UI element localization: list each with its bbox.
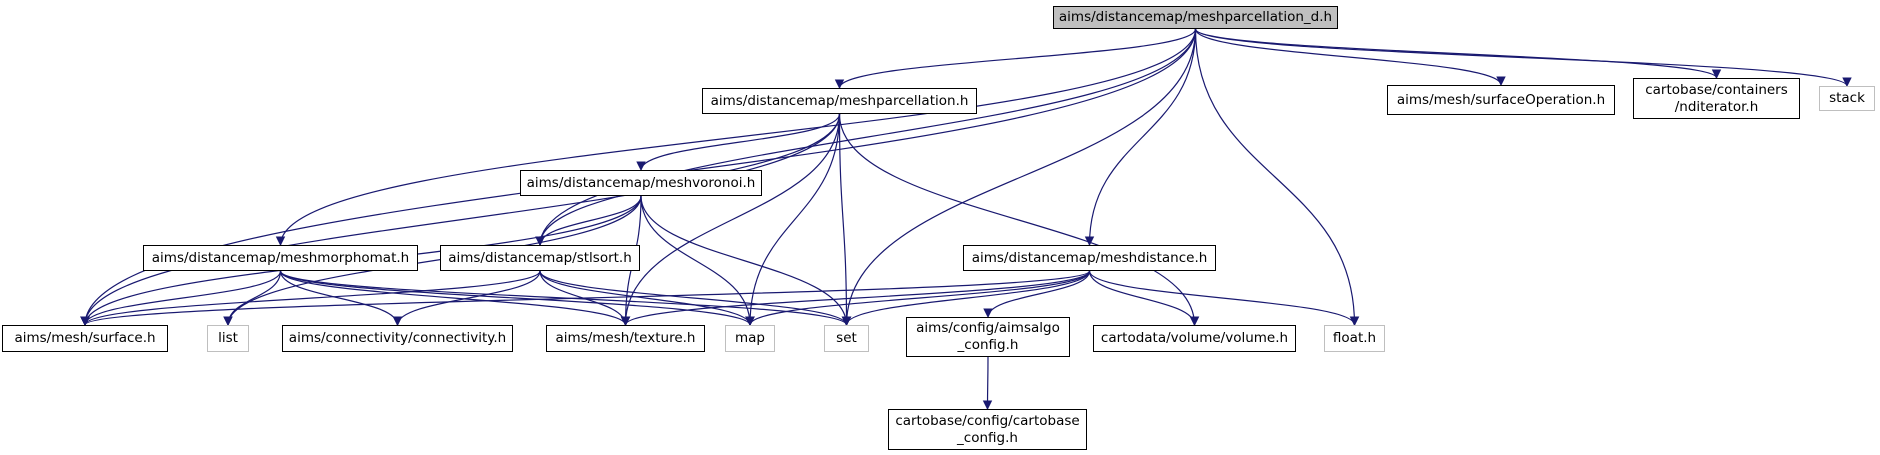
edge-root-to-float — [1194, 28, 1360, 326]
node-meshmorphomat-h[interactable]: aims/distancemap/meshmorphomat.h — [143, 245, 418, 271]
node-volume-h[interactable]: cartodata/volume/volume.h — [1093, 325, 1296, 352]
edge-meshparcellation-to-texture — [620, 113, 841, 326]
node-stlsort-h[interactable]: aims/distancemap/stlsort.h — [440, 245, 640, 271]
edge-meshvoronoi-to-map — [640, 195, 755, 326]
edge-meshparcellation-to-volume — [838, 113, 1200, 326]
node-list: list — [207, 325, 249, 352]
edge-meshdistance-to-map — [745, 270, 1091, 326]
edge-root-to-set — [841, 28, 1197, 326]
edge-meshmorphomat-to-connectivity — [279, 270, 403, 326]
edge-root-to-nditerator — [1194, 28, 1722, 79]
node-nditerator-h[interactable]: cartobase/containers /nditerator.h — [1633, 78, 1800, 119]
node-stack: stack — [1819, 86, 1875, 111]
edge-meshdistance-to-surface — [80, 270, 1091, 326]
edge-meshmorphomat-to-surface — [80, 270, 282, 326]
edge-root-to-stack — [1194, 28, 1852, 87]
edge-root-to-meshdistance — [1084, 28, 1197, 246]
edge-root-to-surfaceOperation — [1194, 28, 1506, 86]
node-surface-h[interactable]: aims/mesh/surface.h — [2, 325, 168, 352]
edge-meshdistance-to-set — [841, 270, 1091, 326]
edge-meshdistance-to-volume — [1088, 270, 1200, 326]
edge-root-to-meshparcellation — [834, 28, 1197, 89]
edge-stlsort-to-surface — [80, 270, 541, 326]
edge-meshvoronoi-to-set — [640, 195, 852, 326]
edge-meshparcellation-to-meshvoronoi — [636, 113, 841, 171]
node-aimsalgo-config-h[interactable]: aims/config/aimsalgo _config.h — [906, 317, 1070, 357]
edge-meshmorphomat-to-list — [223, 270, 282, 326]
edge-meshmorphomat-to-set — [279, 270, 852, 326]
edge-stlsort-to-connectivity — [392, 270, 541, 326]
node-texture-h[interactable]: aims/mesh/texture.h — [546, 325, 705, 352]
node-surfaceoperation-h[interactable]: aims/mesh/surfaceOperation.h — [1387, 85, 1615, 115]
node-float-h: float.h — [1324, 325, 1385, 352]
edge-meshdistance-to-float — [1088, 270, 1360, 326]
edge-aimsalgo-to-cartobase_config — [982, 356, 993, 410]
edge-meshparcellation-to-surface — [80, 113, 841, 326]
edge-meshdistance-to-aimsalgo — [983, 270, 1091, 318]
edge-meshmorphomat-to-map — [279, 270, 755, 326]
node-connectivity-h[interactable]: aims/connectivity/connectivity.h — [282, 325, 513, 352]
edge-meshmorphomat-to-texture — [279, 270, 631, 326]
edge-meshparcellation-to-map — [745, 113, 841, 326]
node-set: set — [824, 325, 869, 352]
edge-meshvoronoi-to-stlsort — [535, 195, 642, 246]
edge-root-to-stlsort — [535, 28, 1197, 246]
edge-meshparcellation-to-set — [838, 113, 852, 326]
node-meshparcellation-d-h[interactable]: aims/distancemap/meshparcellation_d.h — [1053, 6, 1338, 29]
edge-root-to-meshmorphomat — [275, 28, 1197, 246]
node-meshdistance-h[interactable]: aims/distancemap/meshdistance.h — [963, 245, 1216, 271]
node-cartobase-config-h[interactable]: cartobase/config/cartobase _config.h — [888, 409, 1087, 450]
node-meshvoronoi-h[interactable]: aims/distancemap/meshvoronoi.h — [520, 170, 762, 196]
node-map: map — [725, 325, 775, 352]
node-meshparcellation-h[interactable]: aims/distancemap/meshparcellation.h — [702, 88, 977, 114]
edge-stlsort-to-set — [539, 270, 852, 326]
edge-stlsort-to-map — [539, 270, 755, 326]
edge-meshdistance-to-texture — [620, 270, 1091, 326]
